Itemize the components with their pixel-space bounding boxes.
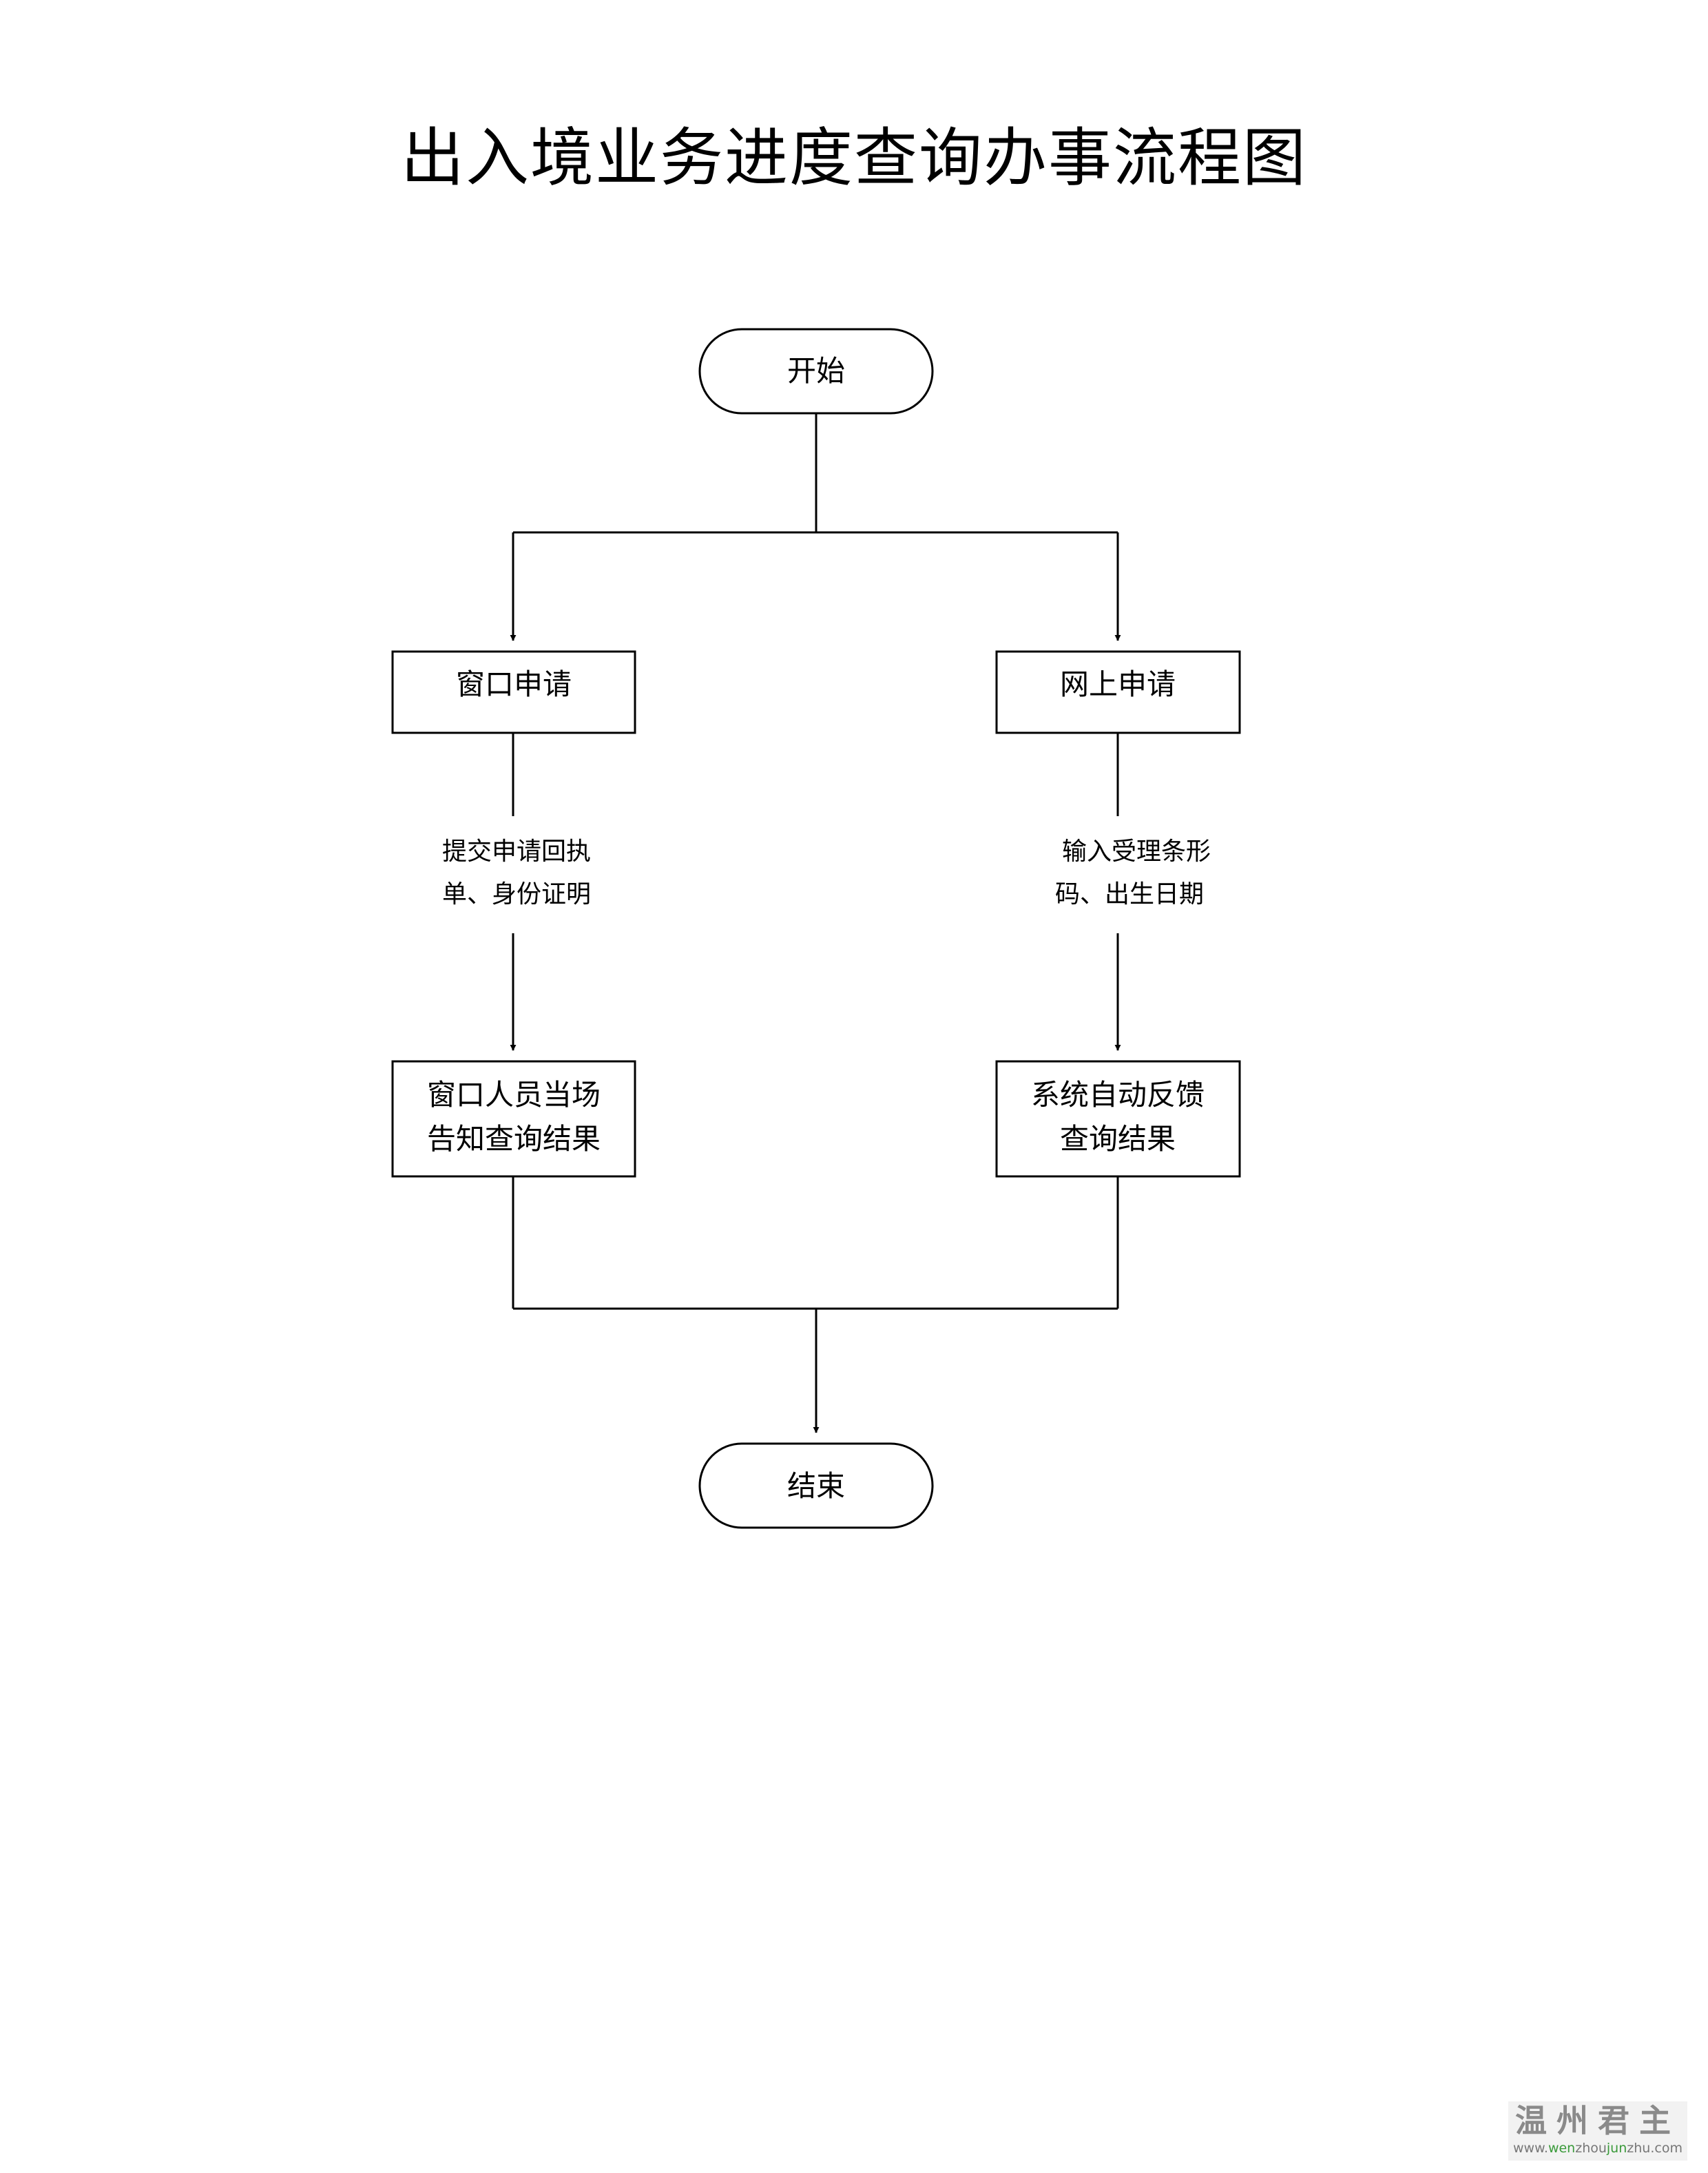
start-label: 开始 bbox=[787, 354, 845, 388]
window-result-box bbox=[391, 1060, 636, 1178]
watermark-url-hl2: jun bbox=[1606, 2141, 1627, 2156]
window-result-line2: 告知查询结果 bbox=[427, 1122, 601, 1156]
watermark-url-mid: zhou bbox=[1575, 2141, 1607, 2156]
window-apply-box bbox=[391, 650, 636, 734]
online-note-line1: 输入受理条形 bbox=[1062, 838, 1211, 866]
start-terminal bbox=[698, 328, 934, 415]
watermark-main-text: 温州君主 bbox=[1515, 2102, 1680, 2139]
online-result-line2: 查询结果 bbox=[1060, 1122, 1176, 1156]
watermark-url-hl1: wen bbox=[1548, 2141, 1576, 2156]
window-note-line2: 单、身份证明 bbox=[442, 880, 591, 908]
connectors bbox=[510, 413, 1121, 1433]
watermark-url-prefix: www. bbox=[1513, 2141, 1548, 2156]
online-note-line2: 码、出生日期 bbox=[1055, 880, 1204, 908]
page-title: 出入境业务进度查询办事流程图 bbox=[400, 121, 1307, 195]
window-note-line1: 提交申请回执 bbox=[442, 838, 591, 866]
online-result-line1: 系统自动反馈 bbox=[1031, 1078, 1205, 1112]
watermark-url: www.wenzhoujunzhu.com bbox=[1508, 2140, 1687, 2156]
online-apply-box bbox=[995, 650, 1241, 734]
watermark-url-suffix: zhu.com bbox=[1627, 2141, 1683, 2156]
window-result-line1: 窗口人员当场 bbox=[427, 1078, 601, 1112]
watermark-logo: 温州君主 www.wenzhoujunzhu.com bbox=[1508, 2101, 1687, 2161]
online-apply-label: 网上申请 bbox=[1060, 667, 1176, 701]
end-label: 结束 bbox=[787, 1469, 845, 1503]
end-terminal bbox=[698, 1442, 934, 1529]
window-apply-label: 窗口申请 bbox=[456, 667, 572, 701]
online-result-box bbox=[995, 1060, 1241, 1178]
